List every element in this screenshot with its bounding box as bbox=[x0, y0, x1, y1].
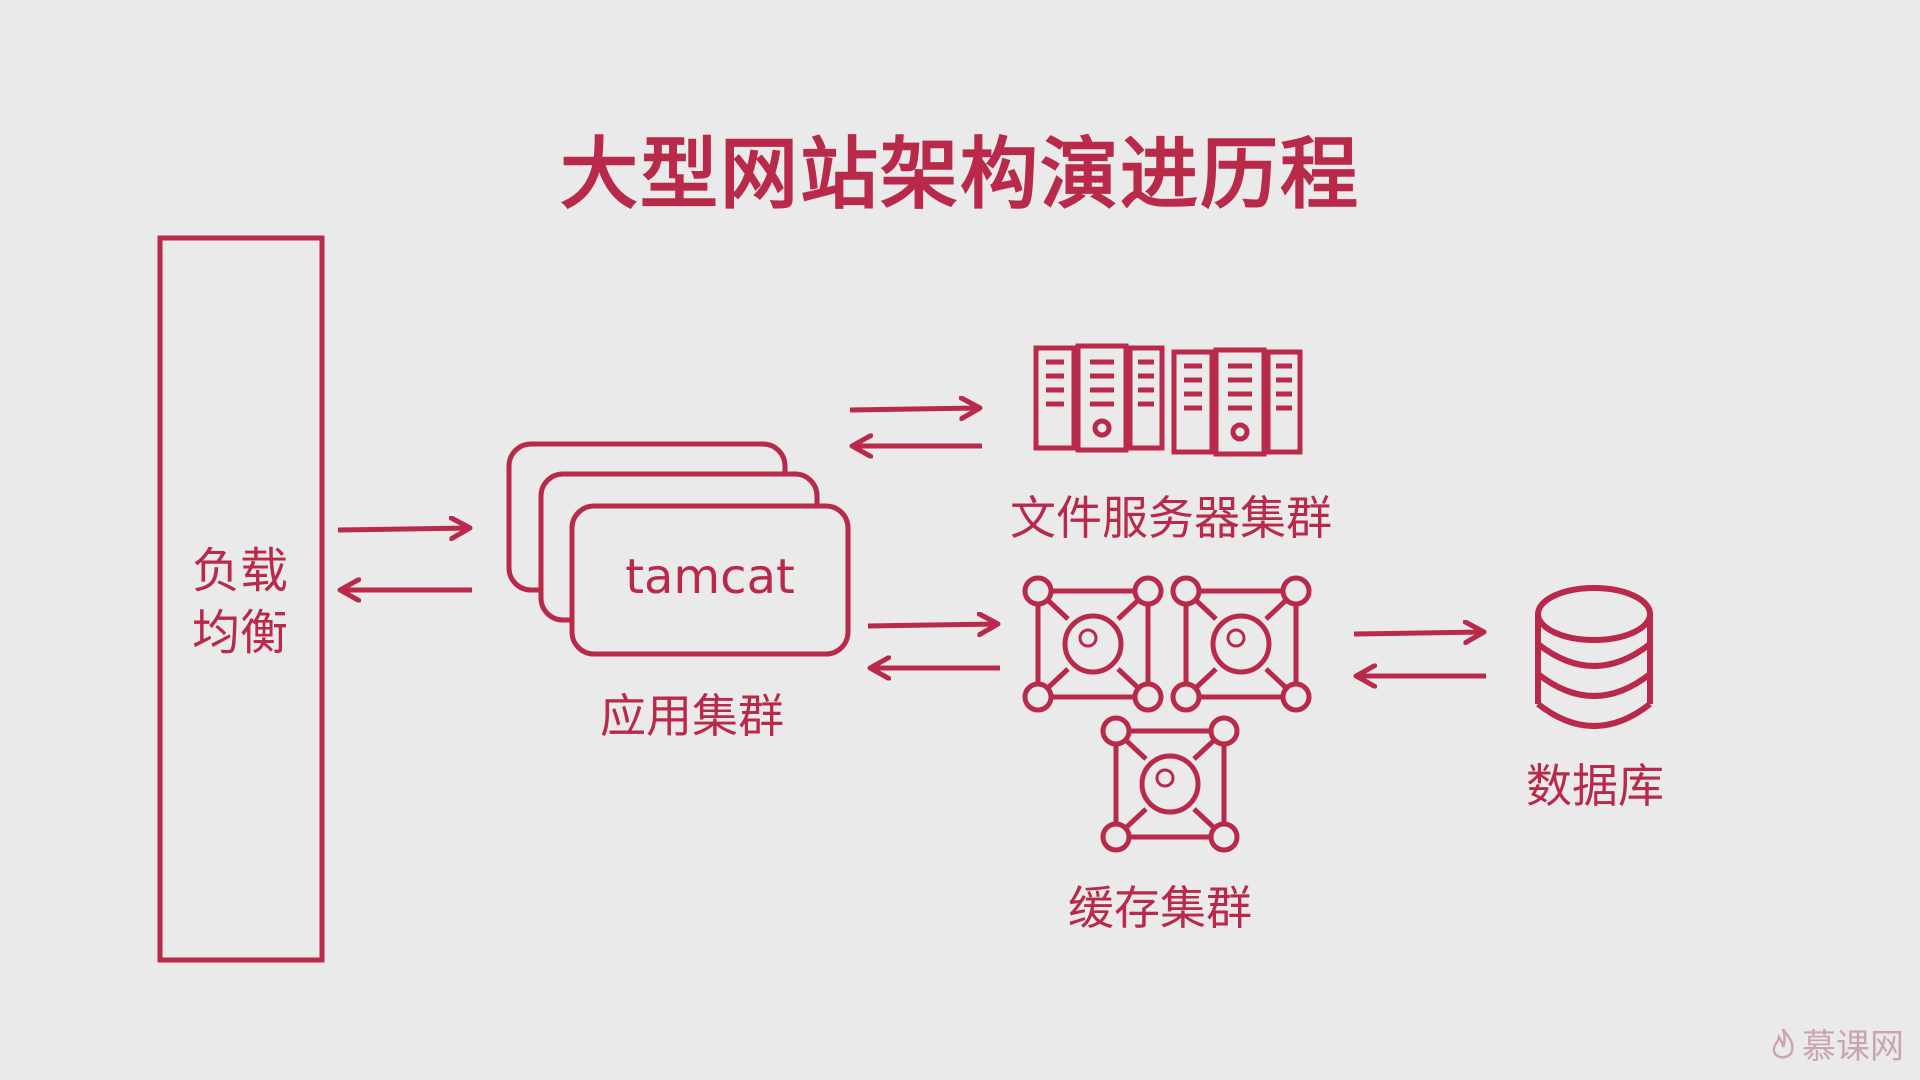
app-cluster-stack bbox=[506, 441, 851, 657]
watermark: 慕课网 bbox=[1770, 1019, 1904, 1068]
load-balancer-box bbox=[157, 235, 325, 963]
load-balancer-label: 负载 均衡 bbox=[160, 540, 320, 664]
app-cluster-label: 应用集群 bbox=[600, 689, 784, 743]
cache-node-icon bbox=[1022, 575, 1312, 853]
page-title: 大型网站架构演进历程 bbox=[559, 130, 1360, 220]
app-node-text: tamcat bbox=[625, 549, 795, 605]
load-balancer-line1: 负载 bbox=[191, 543, 288, 599]
flame-icon bbox=[1772, 1027, 1794, 1059]
arrow-pair-app-files bbox=[850, 408, 982, 446]
cache-cluster-label: 缓存集群 bbox=[1068, 881, 1252, 935]
arrow-pair-lb-app bbox=[338, 528, 472, 590]
database-label: 数据库 bbox=[1526, 759, 1664, 813]
arrow-pair-cache-db bbox=[1354, 632, 1486, 676]
watermark-text: 慕课网 bbox=[1802, 1027, 1904, 1067]
server-rack-icon bbox=[1033, 343, 1303, 457]
arrow-pair-app-cache bbox=[868, 624, 1000, 668]
app-node-front bbox=[569, 503, 851, 657]
load-balancer-line2: 均衡 bbox=[191, 605, 288, 661]
file-server-cluster-label: 文件服务器集群 bbox=[1010, 491, 1332, 545]
database-icon bbox=[1535, 585, 1653, 729]
